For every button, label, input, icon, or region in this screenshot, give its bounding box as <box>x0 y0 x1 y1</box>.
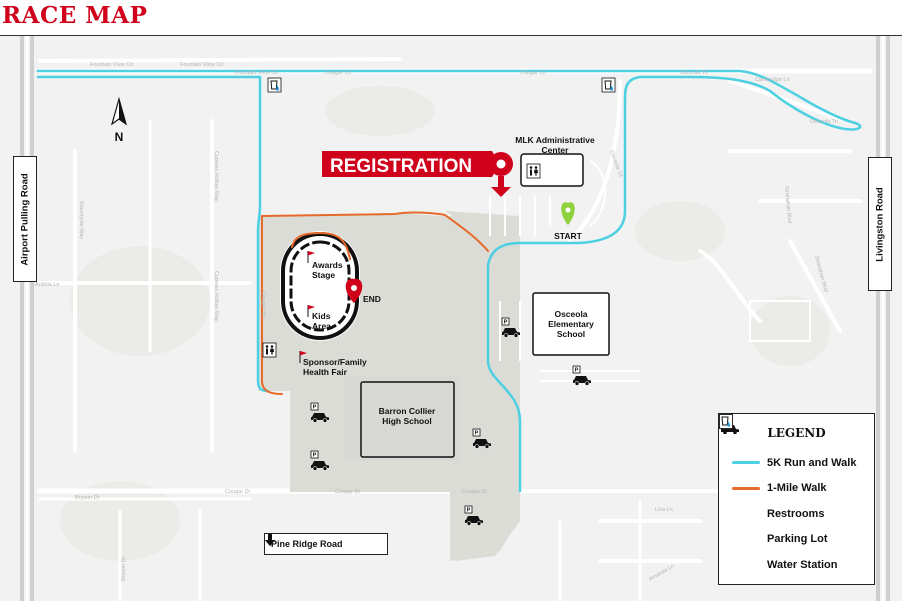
osceola-label-3: School <box>557 329 585 339</box>
awards-label-1: Awards <box>312 260 343 270</box>
pine-ridge-sign: Pine Ridge Road <box>264 533 388 555</box>
legend-label: 1-Mile Walk <box>767 482 827 495</box>
awards-label-2: Stage <box>312 270 335 280</box>
legend: LEGEND 5K Run and Walk 1-Mile Walk Restr… <box>718 413 875 585</box>
route-5k <box>36 69 862 493</box>
street-cougar-dr-3: Cougar Dr <box>462 489 488 495</box>
legend-item-parking: P Parking Lot <box>719 414 874 553</box>
cyan-line-swatch <box>732 461 760 465</box>
legend-item-water: Water Station <box>719 414 874 578</box>
street-stranahan-1: Stranahan Blvd <box>783 186 792 224</box>
end-pin <box>345 278 363 303</box>
registration-label: REGISTRATION <box>330 156 472 177</box>
street-bryson-2: Bryson Dr <box>121 556 127 581</box>
street-fountain-view-3: Fountain View Cir <box>235 70 278 76</box>
livingston-road-label: Livingston Road <box>874 186 886 262</box>
restroom-icon <box>526 163 541 179</box>
street-cougar-dr-2: Cougar Dr <box>335 489 361 495</box>
airport-road-sign: Airport Pulling Road <box>13 156 37 282</box>
street-osceola-trl-1: Osceola Trl <box>680 70 708 76</box>
legend-item-5k: 5K Run and Walk <box>719 450 874 476</box>
sponsor-label-2: Health Fair <box>303 367 348 377</box>
north-label: N <box>115 130 124 144</box>
osceola-label-1: Osceola <box>554 309 587 319</box>
race-map: P <box>0 35 902 601</box>
street-cougar-trl: Cougar Trl <box>260 291 266 317</box>
mlk-label-1: MLK Administrative <box>515 135 595 145</box>
water-station-icon <box>719 414 733 429</box>
street-fountain-view-2: Fountain View Cir <box>180 62 223 68</box>
orange-line-swatch <box>732 486 760 490</box>
start-pin <box>561 202 575 225</box>
street-osceola-trl-2: Osceola Trl <box>810 119 838 125</box>
street-fountain-view-1: Fountain View Cir <box>90 62 133 68</box>
map-title: RACE MAP <box>2 2 148 29</box>
legend-title: LEGEND <box>767 426 826 440</box>
legend-item-1mile: 1-Mile Walk <box>719 476 874 502</box>
livingston-road-sign: Livingston Road <box>868 157 892 291</box>
osceola-label-2: Elementary <box>548 319 594 329</box>
barron-label-2: High School <box>382 416 432 426</box>
north-arrow: N <box>110 96 128 144</box>
legend-label: Restrooms <box>767 507 825 520</box>
street-cougar-ln-1: Cougar Ln <box>325 70 351 76</box>
airport-road-label: Airport Pulling Road <box>19 172 31 266</box>
start-label: START <box>554 231 583 241</box>
street-cambridge: Cambridge Ln <box>755 77 790 83</box>
water-station-icon <box>601 77 616 93</box>
street-ardisia: Ardisia Ln <box>35 282 59 288</box>
route-1mile <box>261 211 489 395</box>
barron-label-1: Barron Collier <box>379 406 436 416</box>
map-canvas: P <box>0 36 902 601</box>
street-cougar-dr-1: Cougar Dr <box>225 489 251 495</box>
street-cougar-ln-2: Cougar Ln <box>520 70 546 76</box>
legend-label: Parking Lot <box>767 533 828 546</box>
street-cypress-1: Cypress Hollow Way <box>213 151 219 202</box>
water-station-icon <box>267 77 282 93</box>
pine-ridge-label: Pine Ridge Road <box>271 539 343 549</box>
street-waxmyrtle: Waxmyrtle Way <box>78 201 84 239</box>
street-lisa: Lisa Ln <box>655 507 673 513</box>
street-cypress-2: Cypress Hollow Way <box>213 271 219 322</box>
arrow-down-icon <box>265 534 275 546</box>
legend-label: Water Station <box>767 558 838 571</box>
barron-building <box>360 381 455 458</box>
legend-label: 5K Run and Walk <box>767 456 857 469</box>
osceola-building <box>532 292 610 356</box>
end-label: END <box>363 294 381 304</box>
mlk-label-2: Center <box>542 145 570 155</box>
kids-label-2: Area <box>312 321 331 331</box>
legend-item-restrooms: Restrooms <box>719 414 874 527</box>
street-bryson: Bryson Dr <box>75 495 100 501</box>
sponsor-label-1: Sponsor/Family <box>303 357 367 367</box>
registration-banner: REGISTRATION <box>322 151 513 197</box>
kids-label-1: Kids <box>312 311 331 321</box>
restroom-icon <box>262 342 277 358</box>
